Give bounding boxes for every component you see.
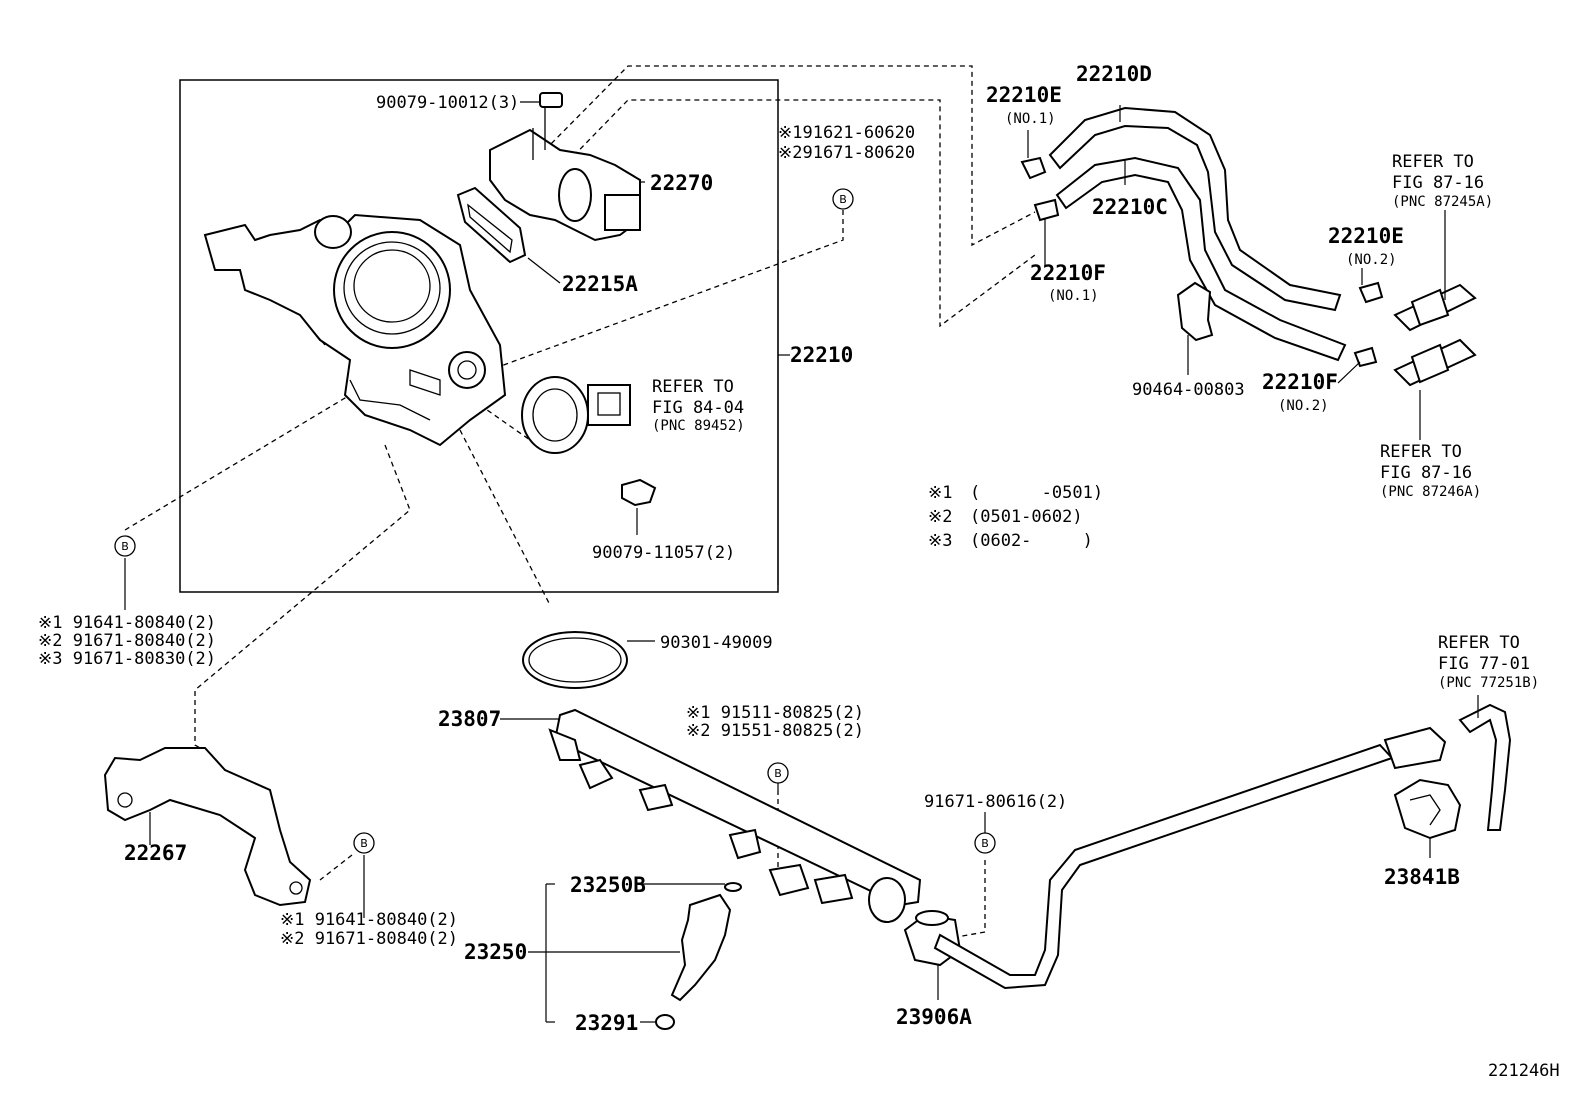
callout-bracket-1: ※1 91641-80840(2) — [280, 910, 458, 930]
circle-b-marker — [832, 188, 854, 210]
ref-tps-line1: REFER TO — [652, 377, 734, 397]
circle-b-markers: B B B B B — [114, 188, 996, 854]
label-clip-e1: 22210E — [986, 83, 1062, 107]
throttle-position-sensor — [521, 376, 631, 454]
label-throttle-body: 22210 — [790, 343, 853, 367]
label-bolt-tps: 90079-11057(2) — [592, 543, 735, 563]
iac-gasket — [456, 186, 527, 264]
leader-lines — [124, 101, 1479, 1023]
label-clip-e1-no: (NO.1) — [1005, 111, 1056, 127]
legend-range-1: ( -0501) — [970, 483, 1103, 503]
label-delivery-pipe: 23807 — [438, 707, 501, 731]
ref-fuel-line1: REFER TO — [1438, 633, 1520, 653]
circle-b-letter: B — [839, 193, 847, 206]
ref-hose-upper-line1: REFER TO — [1392, 152, 1474, 172]
callout-damper: 91671-80616(2) — [924, 792, 1067, 812]
circle-b-letter: B — [121, 540, 129, 553]
label-hose-c: 22210C — [1092, 195, 1168, 219]
label-clip-f1-no: (NO.1) — [1048, 288, 1099, 304]
legend-mark-3: ※3 — [928, 531, 952, 551]
delivery-pipe — [548, 708, 922, 923]
o-ring — [522, 631, 628, 689]
fuel-line — [933, 703, 1512, 990]
right-pipes — [1393, 283, 1477, 387]
label-hose-d: 22210D — [1076, 62, 1152, 86]
bolt-callouts: ※191621-60620 ※291671-80620 ※1 91641-808… — [38, 123, 1067, 949]
circle-b-marker — [114, 535, 136, 557]
callout-left-2: ※2 91671-80840(2) — [38, 631, 216, 651]
label-injector: 23250 — [464, 940, 527, 964]
callout-bracket-2: ※2 91671-80840(2) — [280, 929, 458, 949]
fuel-injector — [655, 882, 742, 1030]
ref-fuel-line2: FIG 77-01 — [1438, 654, 1530, 674]
label-clip-e2: 22210E — [1328, 224, 1404, 248]
circle-b-marker — [767, 762, 789, 784]
label-clip-e2-no: (NO.2) — [1346, 252, 1397, 268]
fuel-line-clamp — [1393, 778, 1462, 840]
circle-b-marker — [974, 832, 996, 854]
reference-notes: REFER TO FIG 84-04 (PNC 89452) REFER TO … — [652, 152, 1539, 691]
label-clip-f1: 22210F — [1030, 261, 1106, 285]
label-iac-gasket: 22215A — [562, 272, 638, 296]
dashed-connectors — [124, 65, 1036, 941]
label-bracket: 22267 — [124, 841, 187, 865]
label-bolt-top: 90079-10012(3) — [376, 93, 519, 113]
label-clip-f2: 22210F — [1262, 370, 1338, 394]
callout-tb-upper-2: ※291671-80620 — [778, 143, 915, 163]
throttle-body — [203, 213, 507, 447]
legend-range-2: (0501-0602) — [970, 507, 1083, 527]
circle-b-letter: B — [774, 767, 782, 780]
callout-tb-upper-1: ※191621-60620 — [778, 123, 915, 143]
callout-left-1: ※1 91641-80840(2) — [38, 613, 216, 633]
legend: ※1 ( -0501) ※2 (0501-0602) ※3 (0602- ) — [928, 483, 1103, 551]
callout-rail-2: ※2 91551-80825(2) — [686, 721, 864, 741]
bolt-tps — [621, 478, 657, 507]
ref-fuel-line3: (PNC 77251B) — [1438, 675, 1539, 691]
clamp — [1176, 281, 1214, 342]
hose-clips — [1020, 156, 1384, 368]
ref-tps-line3: (PNC 89452) — [652, 418, 745, 434]
ref-hose-lower-line2: FIG 87-16 — [1380, 463, 1472, 483]
ref-hose-upper-line2: FIG 87-16 — [1392, 173, 1484, 193]
legend-mark-2: ※2 — [928, 507, 952, 527]
part-labels: 90079-10012(3) 22270 22215A 22210 90079-… — [124, 62, 1460, 1035]
label-clamp: 90464-00803 — [1132, 380, 1245, 400]
legend-range-3: (0602- ) — [970, 531, 1093, 551]
ref-tps-line2: FIG 84-04 — [652, 398, 744, 418]
circle-b-letter: B — [360, 837, 368, 850]
bolt-top — [539, 92, 563, 108]
ref-hose-upper-line3: (PNC 87245A) — [1392, 194, 1493, 210]
bracket — [103, 747, 312, 907]
legend-mark-1: ※1 — [928, 483, 952, 503]
circle-b-letter: B — [981, 837, 989, 850]
label-clip-f2-no: (NO.2) — [1278, 398, 1329, 414]
label-o-ring: 90301-49009 — [660, 633, 773, 653]
label-injector-oring-top: 23250B — [570, 873, 646, 897]
label-iac-valve: 22270 — [650, 171, 713, 195]
label-fuel-clamp: 23841B — [1384, 865, 1460, 889]
callout-left-3: ※3 91671-80830(2) — [38, 649, 216, 669]
label-pulsation-damper: 23906A — [896, 1005, 972, 1029]
circle-b-marker — [353, 832, 375, 854]
label-injector-oring-bottom: 23291 — [575, 1011, 638, 1035]
ref-hose-lower-line3: (PNC 87246A) — [1380, 484, 1481, 500]
iac-valve — [489, 105, 641, 242]
callout-rail-1: ※1 91511-80825(2) — [686, 703, 864, 723]
diagram-id: 221246H — [1488, 1061, 1560, 1081]
ref-hose-lower-line1: REFER TO — [1380, 442, 1462, 462]
hoses — [1048, 106, 1347, 362]
